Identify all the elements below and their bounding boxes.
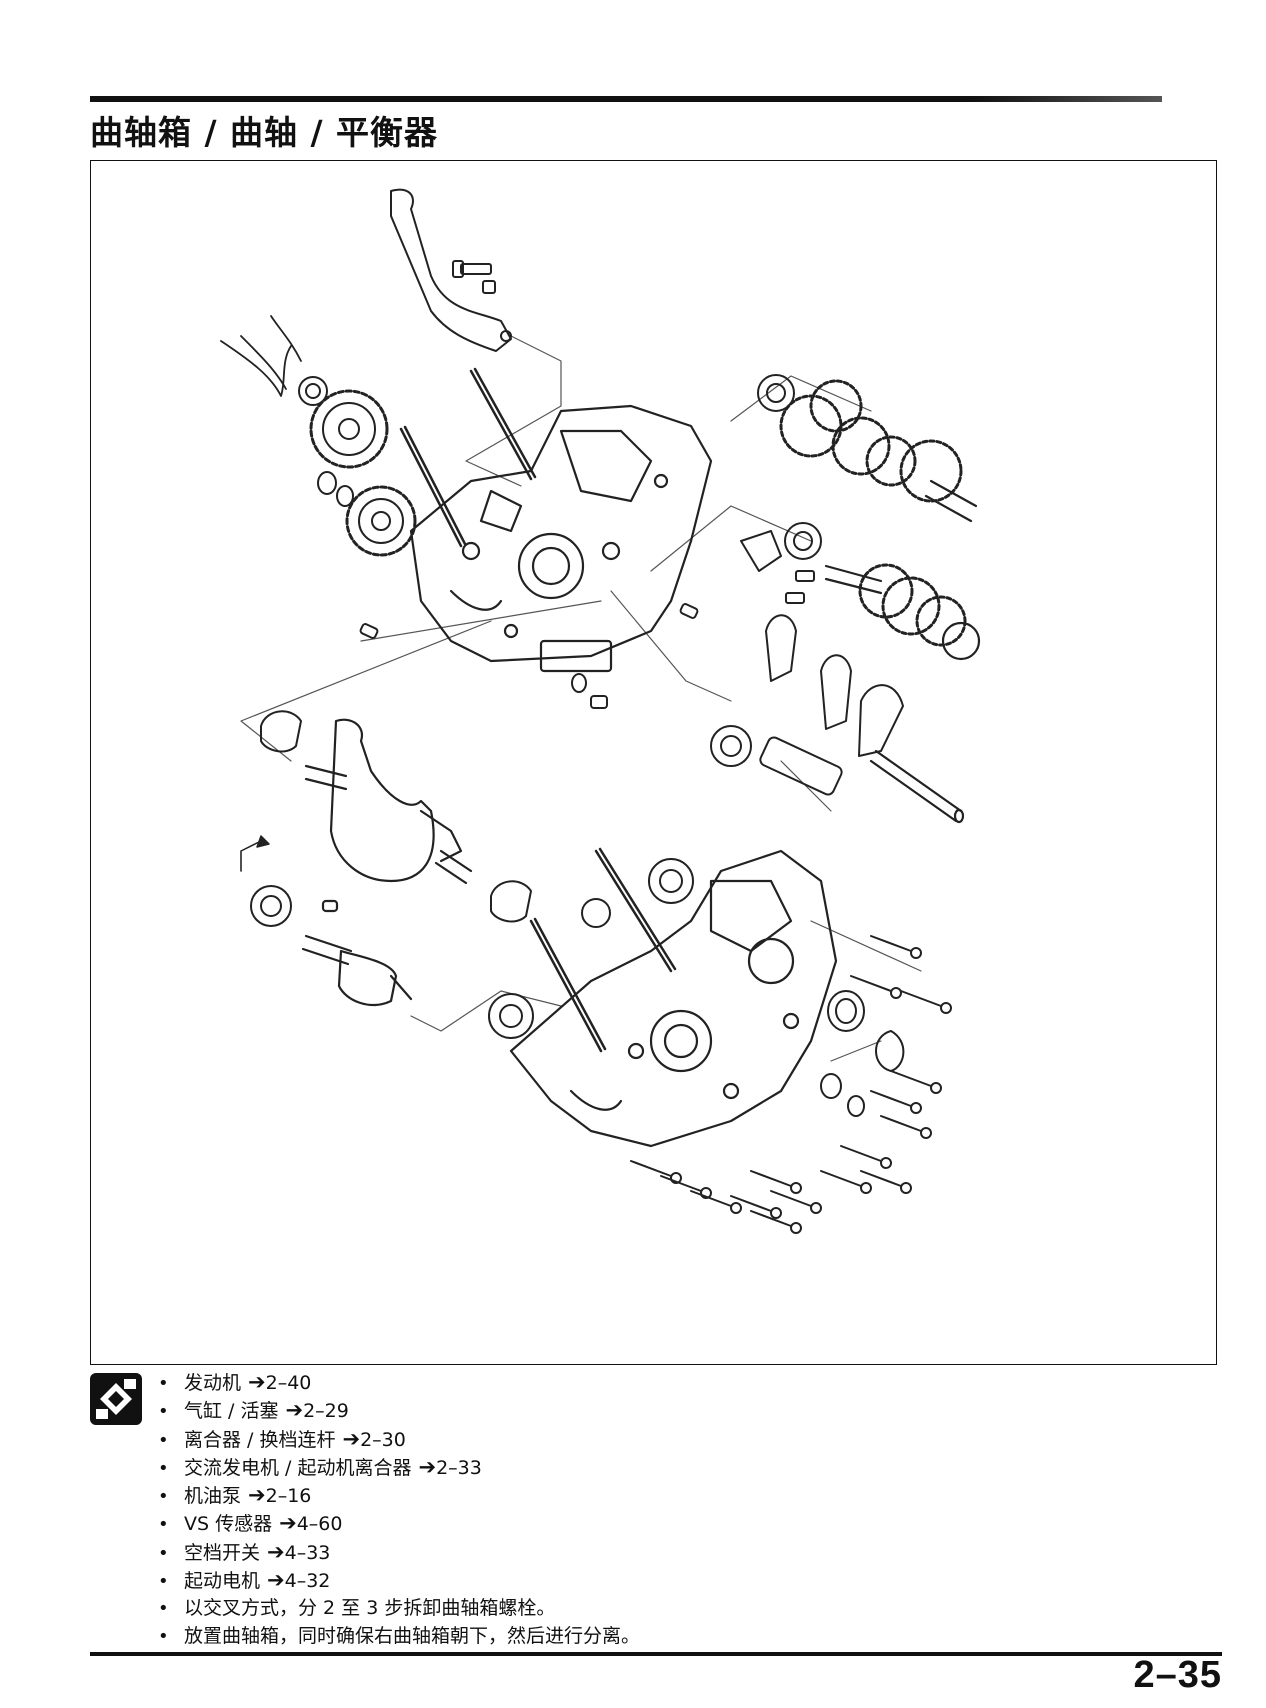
list-item: •离合器 / 换档连杆➔2–30 — [158, 1426, 406, 1451]
page-reference-link[interactable]: 2–30 — [360, 1428, 406, 1451]
chain-sprocket-part — [298, 376, 328, 406]
footer-rule — [90, 1652, 1222, 1656]
list-item: •机油泵➔2–16 — [158, 1483, 312, 1508]
reference-arrow-icon: ➔ — [267, 1568, 285, 1593]
countershaft-bearing-part — [757, 374, 795, 412]
guide-bolt-part — [452, 260, 496, 294]
mainshaft-gear-cluster-part — [779, 379, 978, 523]
reference-arrow-icon: ➔ — [267, 1539, 285, 1564]
reference-arrow-icon: ➔ — [285, 1398, 304, 1423]
reference-arrow-icon: ➔ — [248, 1483, 266, 1508]
reference-arrow-icon: ➔ — [248, 1370, 266, 1394]
reference-arrow-icon: ➔ — [279, 1511, 297, 1536]
list-item: •交流发电机 / 起动机离合器➔2–33 — [158, 1454, 482, 1479]
crankshaft-bearing-part — [260, 710, 532, 923]
shift-drum-stopper-part — [740, 522, 822, 604]
page-reference-link[interactable]: 2–16 — [265, 1485, 312, 1508]
page-number: 2–35 — [1133, 1654, 1222, 1696]
list-item: •放置曲轴箱，同时确保右曲轴箱朝下，然后进行分离。 — [158, 1624, 641, 1647]
shift-fork-part — [765, 614, 904, 757]
balancer-bearing-part — [250, 885, 292, 927]
right-crankcase-part — [509, 849, 838, 1148]
page-reference-link[interactable]: 2–33 — [436, 1456, 482, 1479]
list-item: •以交叉方式，分 2 至 3 步拆卸曲轴箱螺栓。 — [158, 1597, 556, 1620]
list-item: •VS 传感器➔4–60 — [158, 1511, 343, 1536]
oil-seal-part — [820, 990, 905, 1117]
list-item: •气缸 / 活塞➔2–29 — [158, 1398, 349, 1423]
list-item: •发动机➔2–40 — [158, 1370, 312, 1394]
leader-lines — [240, 335, 922, 1062]
stud-bolt-part — [399, 367, 537, 548]
page-reference-link[interactable]: 4–33 — [284, 1541, 331, 1564]
left-crankcase-part — [409, 404, 713, 673]
page-reference-link[interactable]: 2–29 — [303, 1400, 349, 1423]
disassembly-procedure-icon — [90, 1373, 142, 1425]
reference-arrow-icon: ➔ — [342, 1426, 361, 1451]
exploded-diagram-drawing — [220, 188, 981, 1234]
procedure-steps-list: •发动机➔2–40 •气缸 / 活塞➔2–29 •离合器 / 换档连杆➔2–30… — [158, 1369, 640, 1650]
washer-part — [317, 471, 354, 507]
crankshaft-part — [304, 718, 473, 885]
balancer-shaft-part — [301, 899, 413, 1006]
cam-chain-part — [220, 315, 302, 397]
stud-bolt-part — [529, 847, 677, 1053]
page-reference-link[interactable]: 4–60 — [296, 1513, 343, 1536]
dowel-pin-part — [359, 603, 699, 709]
crankcase-bolt-part — [630, 935, 952, 1234]
bearing-part — [488, 858, 694, 1039]
countershaft-gear-cluster-part — [824, 563, 981, 661]
header-rule — [90, 96, 1162, 102]
shift-drum-part — [710, 725, 843, 796]
page-reference-link[interactable]: 4–32 — [284, 1570, 331, 1593]
cam-chain-guide-part — [390, 188, 512, 352]
shift-fork-shaft-part — [869, 749, 965, 824]
reference-arrow-icon: ➔ — [418, 1454, 437, 1479]
primary-drive-gear-part — [309, 389, 389, 469]
list-item: •起动电机➔4–32 — [158, 1568, 331, 1593]
page-reference-link[interactable]: 2–40 — [265, 1372, 312, 1394]
balancer-drive-gear-part — [345, 485, 417, 557]
page-title: 曲轴箱 / 曲轴 / 平衡器 — [90, 113, 439, 152]
exploded-diagram-figure — [90, 160, 1217, 1365]
reference-arrow-mark — [240, 835, 270, 872]
list-item: •空档开关➔4–33 — [158, 1539, 331, 1564]
